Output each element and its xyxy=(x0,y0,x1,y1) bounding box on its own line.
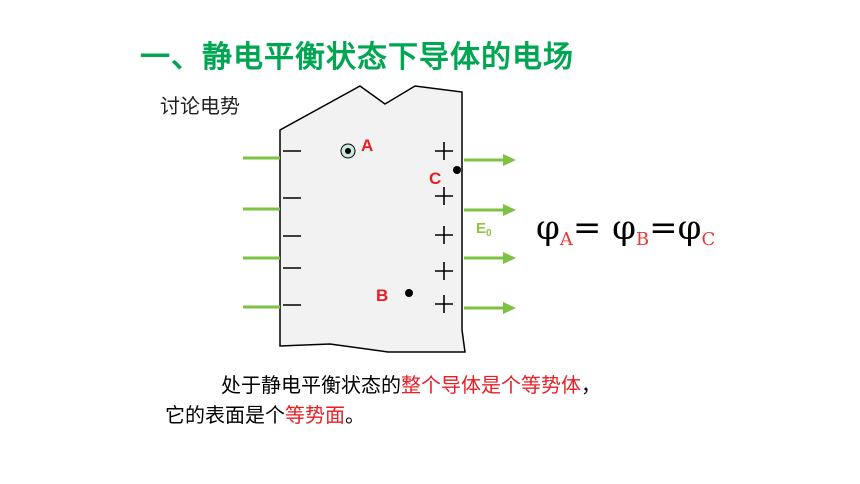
highlight-text: 整个导体是个等势体 xyxy=(401,373,581,397)
page-title: 一、静电平衡状态下导体的电场 xyxy=(140,40,574,75)
positive-charges xyxy=(435,142,453,313)
field-lines-left xyxy=(243,156,280,309)
phi-symbol: φ xyxy=(536,208,560,248)
point-b xyxy=(405,289,413,297)
negative-charges xyxy=(283,150,301,306)
point-c-label: C xyxy=(429,169,441,188)
point-a xyxy=(345,148,351,154)
field-label: E0 xyxy=(476,220,492,239)
conclusion-line-2: 它的表面是个等势面。 xyxy=(165,403,365,427)
field-lines-right xyxy=(464,154,516,314)
equals-sign: = xyxy=(572,208,613,248)
phi-symbol: φ xyxy=(612,208,636,248)
point-b-label: B xyxy=(376,286,388,305)
equals-sign: = xyxy=(649,208,678,248)
arrowhead xyxy=(503,154,516,166)
highlight-text: 等势面 xyxy=(285,403,345,427)
subscript-a: A xyxy=(559,229,573,250)
point-c xyxy=(453,166,461,174)
subscript-b: B xyxy=(635,229,650,250)
potential-equation: φA= φB=φC xyxy=(536,208,715,250)
point-a-label: A xyxy=(361,136,373,155)
arrowhead xyxy=(503,252,516,264)
conclusion-paragraph: 处于静电平衡状态的整个导体是个等势体， 它的表面是个等势面。 xyxy=(165,370,601,430)
conclusion-line-1: 处于静电平衡状态的整个导体是个等势体， xyxy=(221,373,601,397)
arrowhead xyxy=(503,302,516,314)
phi-symbol: φ xyxy=(677,208,702,248)
subscript-c: C xyxy=(701,229,716,250)
arrowhead xyxy=(503,204,516,216)
conductor-body xyxy=(279,85,466,353)
section-subtitle: 讨论电势 xyxy=(160,94,240,118)
